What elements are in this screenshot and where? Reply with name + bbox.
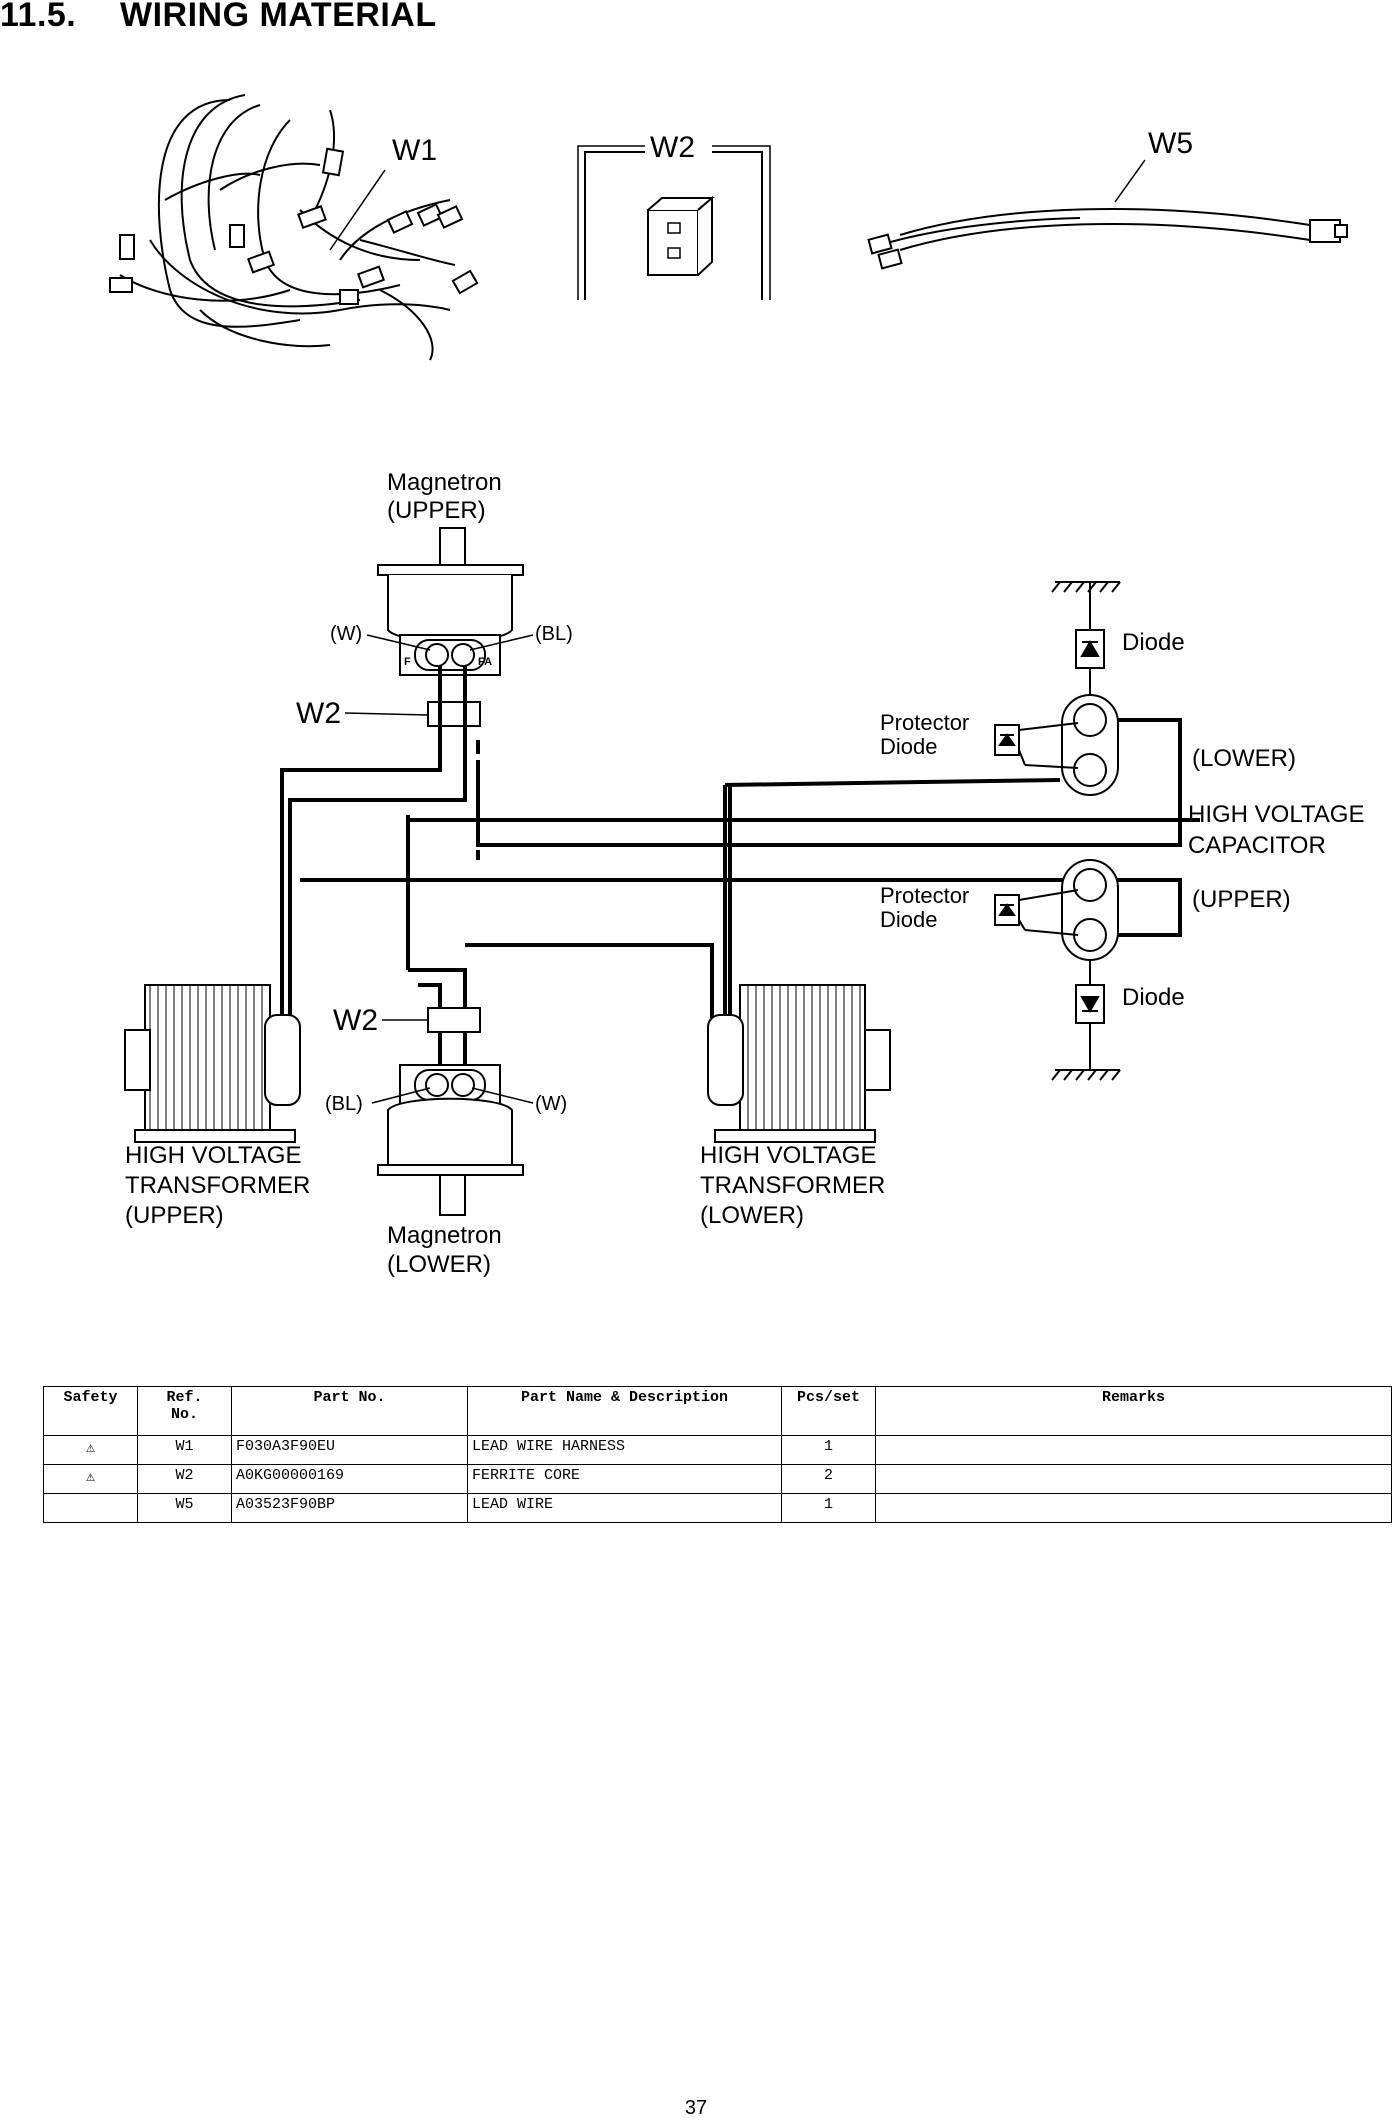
remarks-cell bbox=[875, 1435, 1392, 1465]
safety-cell: ⚠ bbox=[43, 1435, 138, 1465]
header-safety: Safety bbox=[43, 1386, 138, 1436]
capacitor-lower-label: (LOWER) bbox=[1192, 745, 1296, 772]
pcs-cell: 1 bbox=[781, 1493, 876, 1523]
hvt-lower-label-line1: HIGH VOLTAGE bbox=[700, 1142, 876, 1169]
harness-connectors bbox=[109, 147, 479, 305]
header-ref: Ref.No. bbox=[137, 1386, 232, 1436]
terminal-fa-label: FA bbox=[478, 656, 492, 668]
lead-wire-harness-illustration bbox=[119, 94, 456, 361]
ferrite-core-upper bbox=[427, 701, 481, 727]
section-heading: 11.5. WIRING MATERIAL bbox=[0, 0, 437, 35]
header-name: Part Name & Description bbox=[467, 1386, 782, 1436]
remarks-cell bbox=[875, 1493, 1392, 1523]
table-row: ⚠ W1 F030A3F90EU LEAD WIRE HARNESS 1 bbox=[43, 1435, 1392, 1465]
upper-bl-leader bbox=[469, 634, 534, 651]
hvt-lower-label-line3: (LOWER) bbox=[700, 1202, 804, 1229]
ref-cell: W2 bbox=[137, 1464, 232, 1494]
magnetron-upper-label: Magnetron bbox=[387, 469, 502, 496]
w1-leader bbox=[329, 169, 386, 251]
capacitor-title-line2: CAPACITOR bbox=[1188, 832, 1326, 859]
lead-wire-illustration bbox=[879, 207, 1311, 251]
protector-diode-lower-symbol bbox=[994, 722, 1079, 769]
page-number: 37 bbox=[684, 2097, 708, 2119]
header-remarks: Remarks bbox=[875, 1386, 1392, 1436]
lower-bl-leader bbox=[371, 1087, 431, 1104]
upper-w-wire-label: (W) bbox=[330, 623, 362, 645]
remarks-cell bbox=[875, 1464, 1392, 1494]
upper-w-leader bbox=[366, 634, 431, 651]
protector-diode-lower-label-line1: Protector bbox=[880, 710, 969, 735]
w2-upper-leader bbox=[344, 712, 429, 716]
pcs-cell: 1 bbox=[781, 1435, 876, 1465]
lower-w-wire-label: (W) bbox=[535, 1093, 567, 1115]
header-part-no: Part No. bbox=[231, 1386, 468, 1436]
header-ref-line2: No. bbox=[170, 1406, 198, 1423]
safety-cell: ⚠ bbox=[43, 1464, 138, 1494]
ground-bottom bbox=[1051, 1023, 1121, 1081]
table-header-row: Safety Ref.No. Part No. Part Name & Desc… bbox=[43, 1386, 1392, 1436]
wiring-diagram: F FA Magnetron (UPPER) (W) (BL) W2 W2 bbox=[124, 469, 1364, 1278]
name-cell: LEAD WIRE HARNESS bbox=[467, 1435, 782, 1465]
ref-cell: W1 bbox=[137, 1435, 232, 1465]
terminal-f-label: F bbox=[404, 656, 411, 668]
hvt-upper-label-line1: HIGH VOLTAGE bbox=[125, 1142, 301, 1169]
hvt-upper-label-line3: (UPPER) bbox=[125, 1202, 224, 1229]
magnetron-lower-sublabel: (LOWER) bbox=[387, 1251, 491, 1278]
w5-label: W5 bbox=[1148, 127, 1193, 160]
transformer-lower-drawing bbox=[707, 984, 891, 1143]
header-ref-line1: Ref. bbox=[166, 1389, 203, 1406]
protector-diode-lower-label-line2: Diode bbox=[880, 734, 937, 759]
protector-diode-upper-symbol bbox=[994, 889, 1079, 936]
ground-top bbox=[1051, 581, 1121, 630]
magnetron-upper-sublabel: (UPPER) bbox=[387, 497, 486, 524]
magnetron-lower-label: Magnetron bbox=[387, 1222, 502, 1249]
section-number: 11.5. bbox=[0, 0, 77, 34]
capacitor-lower-drawing bbox=[1061, 694, 1119, 796]
magnetron-lower-drawing bbox=[377, 1064, 524, 1216]
pcs-cell: 2 bbox=[781, 1464, 876, 1494]
header-pcs: Pcs/set bbox=[781, 1386, 876, 1436]
w2-lower-label: W2 bbox=[333, 1004, 378, 1037]
ferrite-core-illustration bbox=[577, 145, 771, 300]
hvt-upper-label-line2: TRANSFORMER bbox=[125, 1172, 310, 1199]
diode-top-label: Diode bbox=[1122, 629, 1185, 656]
safety-cell bbox=[43, 1493, 138, 1523]
transformer-upper-drawing bbox=[124, 984, 301, 1143]
diode-bottom-symbol bbox=[1075, 960, 1105, 1024]
table-row: W5 A03523F90BP LEAD WIRE 1 bbox=[43, 1493, 1392, 1523]
diode-bottom-label: Diode bbox=[1122, 984, 1185, 1011]
capacitor-upper-drawing bbox=[1061, 859, 1119, 961]
capacitor-upper-label: (UPPER) bbox=[1192, 886, 1291, 913]
name-cell: FERRITE CORE bbox=[467, 1464, 782, 1494]
dashed-wires bbox=[406, 740, 727, 960]
part-no-cell: F030A3F90EU bbox=[231, 1435, 468, 1465]
lower-w-leader bbox=[471, 1087, 534, 1104]
hvt-lower-label-line2: TRANSFORMER bbox=[700, 1172, 885, 1199]
diode-top-symbol bbox=[1075, 629, 1105, 695]
lead-wire-connectors bbox=[867, 219, 1348, 270]
name-cell: LEAD WIRE bbox=[467, 1493, 782, 1523]
w2-upper-label: W2 bbox=[296, 697, 341, 730]
wires bbox=[280, 665, 1200, 1080]
parts-table: Safety Ref.No. Part No. Part Name & Desc… bbox=[43, 1386, 1392, 1523]
w5-leader bbox=[1114, 159, 1146, 203]
part-no-cell: A03523F90BP bbox=[231, 1493, 468, 1523]
protector-diode-upper-label-line2: Diode bbox=[880, 907, 937, 932]
capacitor-title-line1: HIGH VOLTAGE bbox=[1188, 801, 1364, 828]
w1-label: W1 bbox=[392, 134, 437, 167]
w2-label: W2 bbox=[650, 131, 695, 164]
lower-bl-wire-label: (BL) bbox=[325, 1093, 363, 1115]
section-title: WIRING MATERIAL bbox=[120, 0, 437, 34]
ref-cell: W5 bbox=[137, 1493, 232, 1523]
protector-diode-upper-label-line1: Protector bbox=[880, 883, 969, 908]
upper-bl-wire-label: (BL) bbox=[535, 623, 573, 645]
parts-illustrations: W1 W2 W5 bbox=[109, 94, 1348, 361]
table-row: ⚠ W2 A0KG00000169 FERRITE CORE 2 bbox=[43, 1464, 1392, 1494]
magnetron-upper-drawing bbox=[377, 527, 524, 676]
part-no-cell: A0KG00000169 bbox=[231, 1464, 468, 1494]
ferrite-core-lower bbox=[427, 1007, 481, 1033]
